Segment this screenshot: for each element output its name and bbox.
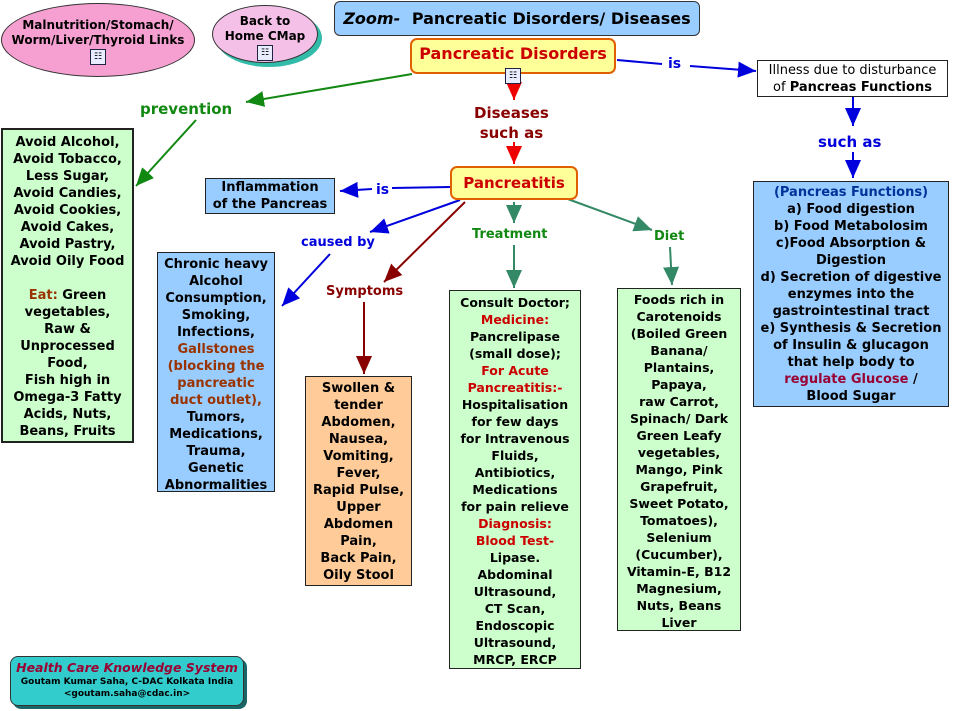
functions-node[interactable]: (Pancreas Functions) a) Food digestion b… bbox=[753, 181, 949, 407]
footer-badge: Health Care Knowledge System Goutam Kuma… bbox=[10, 656, 244, 706]
link-symptoms: Symptoms bbox=[326, 284, 404, 299]
diet-node[interactable]: Foods rich in Carotenoids (Boiled Green … bbox=[617, 288, 741, 631]
inflammation-text: Inflammation of the Pancreas bbox=[212, 180, 328, 212]
functions-heading: (Pancreas Functions) bbox=[773, 185, 929, 200]
title-prefix: Zoom- bbox=[343, 9, 401, 28]
prevention-avoid: Avoid Alcohol, Avoid Tobacco, Less Sugar… bbox=[10, 135, 125, 269]
diet-text: Foods rich in Carotenoids (Boiled Green … bbox=[626, 292, 732, 630]
back-home-text: Back to Home CMap bbox=[224, 14, 306, 43]
causes-post: Tumors, Medications, Trauma, Genetic Abn… bbox=[164, 410, 268, 493]
illness-line2-pre: of bbox=[773, 80, 790, 95]
link-is-mid: is bbox=[376, 182, 390, 198]
link-diet: Diet bbox=[654, 229, 685, 244]
treatment-diagnosis: Lipase. Abdominal Ultrasound, CT Scan, E… bbox=[473, 550, 557, 667]
links-bubble-text: Malnutrition/Stomach/ Worm/Liver/Thyroid… bbox=[11, 18, 185, 47]
pancreatitis-label: Pancreatitis bbox=[463, 174, 565, 192]
illness-line2-bold: Pancreas Functions bbox=[789, 80, 932, 95]
link-diseases: Diseases such as bbox=[474, 104, 549, 142]
title-text: Pancreatic Disorders/ Diseases bbox=[411, 9, 691, 28]
link-prevention: prevention bbox=[140, 100, 233, 118]
treatment-consult: Consult Doctor; bbox=[460, 295, 570, 310]
functions-tail: / Blood Sugar bbox=[806, 372, 918, 404]
footer-author: Goutam Kumar Saha, C-DAC Kolkata India bbox=[20, 677, 234, 687]
functions-regulate: regulate Glucose bbox=[784, 372, 909, 387]
page-title: Zoom- Pancreatic Disorders/ Diseases bbox=[334, 1, 700, 36]
link-caused-by: caused by bbox=[301, 235, 375, 250]
prevention-eat-label: Eat: bbox=[28, 288, 58, 303]
footer-title: Health Care Knowledge System bbox=[16, 660, 238, 675]
back-home-button[interactable]: Back to Home CMap ☷ bbox=[212, 5, 318, 63]
links-bubble[interactable]: Malnutrition/Stomach/ Worm/Liver/Thyroid… bbox=[1, 3, 195, 77]
prevention-eat: Green vegetables, Raw & Unprocessed Food… bbox=[13, 288, 122, 439]
cmap-icon[interactable]: ☷ bbox=[257, 45, 273, 61]
symptoms-node[interactable]: Swollen & tender Abdomen, Nausea, Vomiti… bbox=[305, 376, 412, 586]
causes-node[interactable]: Chronic heavy Alcohol Consumption, Smoki… bbox=[157, 252, 275, 493]
treatment-node[interactable]: Consult Doctor; Medicine: Pancrelipase (… bbox=[449, 290, 581, 669]
link-such-as: such as bbox=[818, 133, 882, 151]
inflammation-node[interactable]: Inflammation of the Pancreas bbox=[205, 178, 335, 214]
root-label: Pancreatic Disorders bbox=[419, 44, 607, 63]
cmap-icon[interactable]: ☷ bbox=[90, 49, 106, 65]
cmap-icon[interactable]: ☷ bbox=[505, 68, 521, 84]
illness-node[interactable]: Illness due to disturbance of Pancreas F… bbox=[757, 60, 948, 97]
treatment-medicine: Pancrelipase (small dose); bbox=[469, 329, 561, 361]
prevention-node[interactable]: Avoid Alcohol, Avoid Tobacco, Less Sugar… bbox=[1, 128, 134, 443]
causes-gallstones: Gallstones (blocking the pancreatic duct… bbox=[167, 342, 265, 408]
treatment-acute: Hospitalisation for few days for Intrave… bbox=[460, 397, 570, 514]
symptoms-text: Swollen & tender Abdomen, Nausea, Vomiti… bbox=[312, 381, 405, 583]
root-node[interactable]: Pancreatic Disorders ☷ bbox=[410, 38, 616, 84]
treatment-medicine-label: Medicine: bbox=[480, 312, 550, 327]
causes-pre: Chronic heavy Alcohol Consumption, Smoki… bbox=[164, 257, 268, 340]
treatment-diagnosis-label: Diagnosis: Blood Test- bbox=[475, 516, 555, 548]
link-is-top: is bbox=[668, 56, 682, 72]
footer-email[interactable]: <goutam.saha@cdac.in> bbox=[63, 689, 191, 699]
pancreatitis-node[interactable]: Pancreatitis bbox=[450, 166, 578, 200]
treatment-acute-label: For Acute Pancreatitis:- bbox=[467, 363, 563, 395]
functions-body: a) Food digestion b) Food Metabolosim c)… bbox=[760, 202, 942, 370]
link-treatment: Treatment bbox=[472, 227, 548, 242]
illness-line1: Illness due to disturbance bbox=[768, 63, 937, 78]
